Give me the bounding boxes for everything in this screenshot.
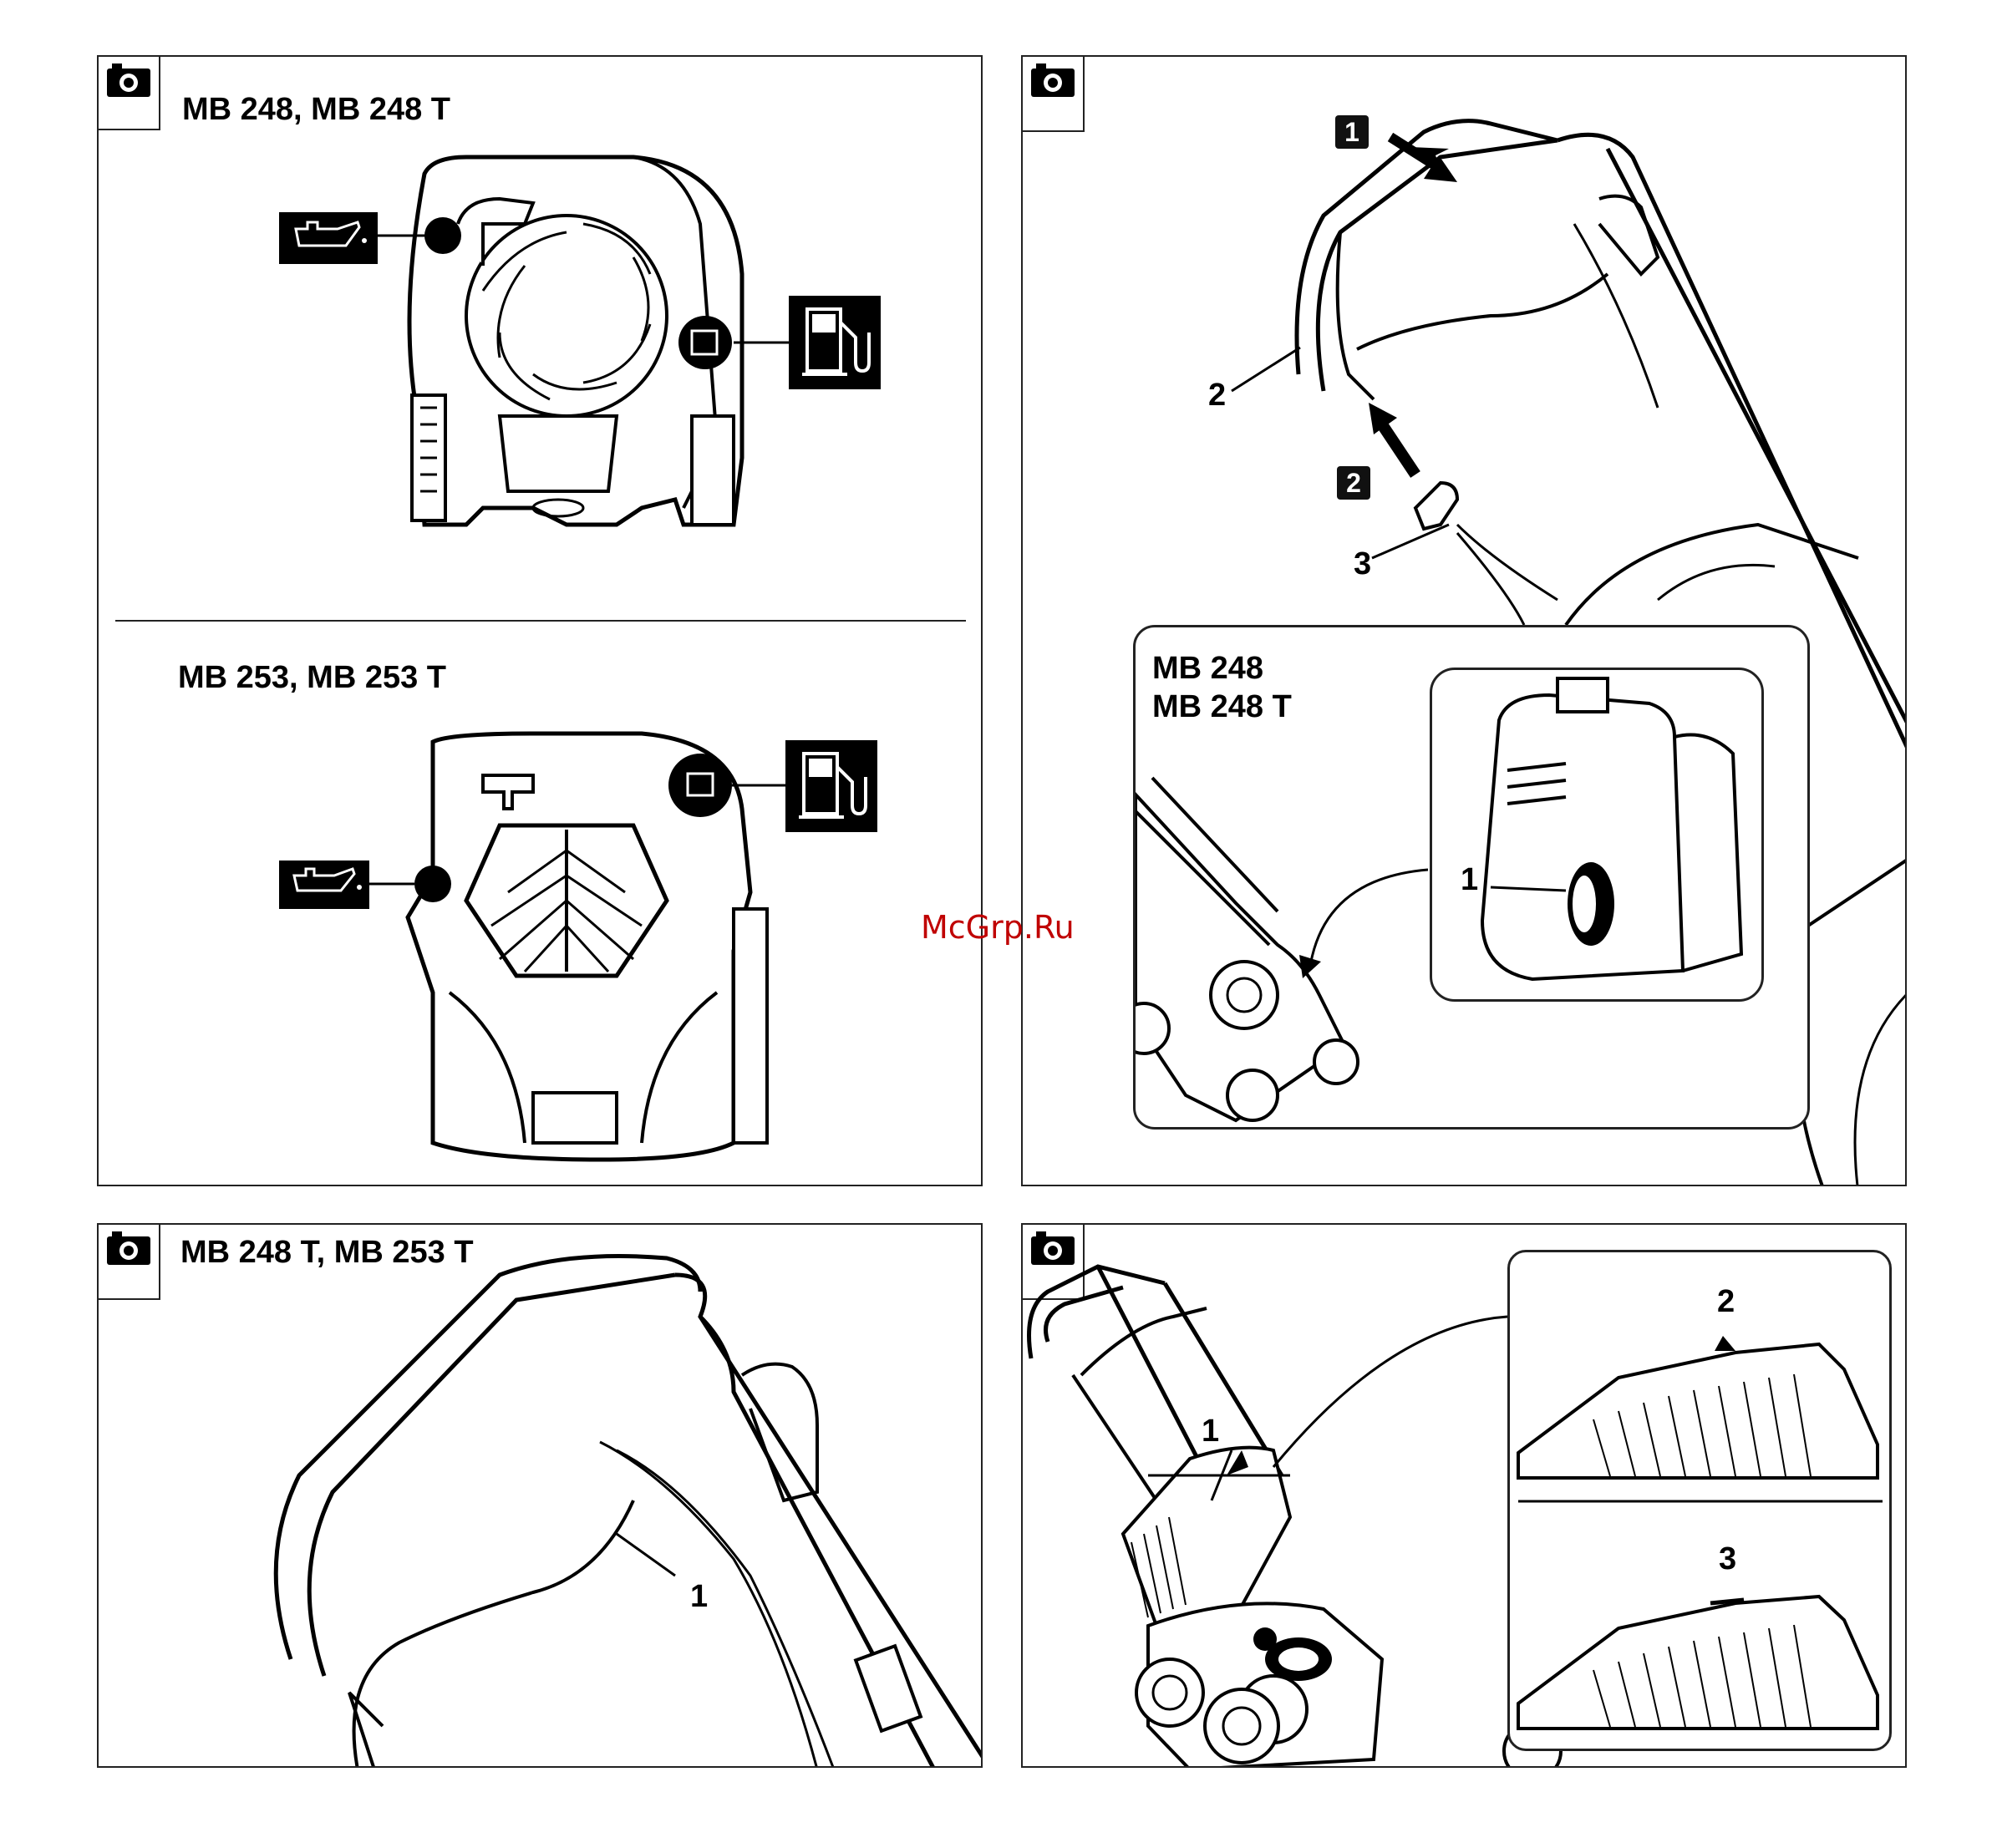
step-tag-1: 1: [1335, 115, 1369, 149]
panel-grass-catcher: 1 2 3: [1021, 1223, 1907, 1768]
fuel-tank-detail-illustration: [1432, 670, 1764, 1002]
inset-mb248: MB 248 MB 248 T: [1133, 625, 1810, 1130]
label-fuel-tank-1: 1: [1461, 862, 1478, 898]
label-handle-2: 2: [1208, 378, 1226, 414]
panel-handle-cable: MB 248 T, MB 253 T 1: [97, 1223, 983, 1768]
label-lever-3: 3: [1354, 546, 1371, 582]
panel-engine-fill-points: MB 248, MB 248 T: [97, 55, 983, 1186]
fuel-pump-icon: [785, 740, 877, 832]
label-state-3: 3: [1719, 1541, 1736, 1577]
watermark: McGrp.Ru: [921, 909, 1075, 946]
label-cable-1: 1: [690, 1579, 708, 1615]
inset-detail-fuel-tank: 1: [1430, 668, 1764, 1002]
panel-handle-brake-fold: 1 2 2 3 MB 248 MB 248 T: [1021, 55, 1907, 1186]
label-indicator-1: 1: [1202, 1414, 1219, 1449]
oil-can-icon: [279, 861, 369, 909]
engine-illustration-mb253: [99, 57, 983, 1186]
handle-cable-illustration: [99, 1225, 983, 1768]
inset-catcher-states: 2 3: [1507, 1250, 1892, 1751]
step-tag-2: 2: [1337, 466, 1370, 500]
label-state-2: 2: [1717, 1284, 1735, 1320]
catcher-states-illustration: [1510, 1252, 1892, 1751]
